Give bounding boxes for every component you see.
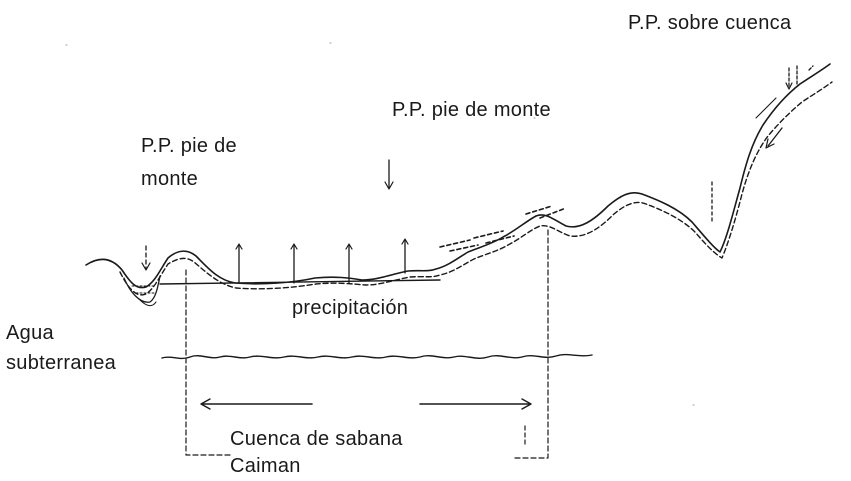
label-cuenca-2: Caiman (230, 455, 301, 477)
label-precipitacion: precipitación (292, 297, 409, 319)
pond-water-lines (131, 285, 157, 294)
rain-streaks-top (788, 65, 814, 89)
rain-streaks-top-head (785, 82, 793, 90)
valley-floor-line (159, 279, 441, 285)
flow-arrow-right-head (521, 398, 532, 410)
precip-tick-3-head (345, 243, 353, 250)
label-pp-pie-de-monte-left-1: P.P. pie de (141, 135, 237, 157)
pond-outline (123, 275, 161, 303)
label-pp-sobre-cuenca: P.P. sobre cuenca (628, 12, 792, 34)
label-pp-pie-de-monte-right: P.P. pie de monte (392, 99, 551, 121)
mountain-inner-line (755, 97, 777, 119)
label-agua-subterranea-1: Agua (6, 322, 54, 344)
groundwater-line (161, 353, 593, 360)
terrain-substrate-line (119, 81, 833, 296)
rain-streaks-slope-2 (525, 205, 567, 219)
runoff-arrow (767, 127, 783, 147)
basin-boundary-left (185, 269, 233, 456)
rain-arrow-center-head (384, 181, 394, 190)
label-pp-pie-de-monte-left-2: monte (141, 168, 199, 190)
label-cuenca-1: Cuenca de sabana (230, 428, 403, 450)
pond-outline-2 (139, 299, 157, 307)
runoff-arrow-head (765, 138, 775, 149)
terrain-surface-line (85, 63, 831, 289)
label-agua-subterranea-2: subterranea (6, 352, 117, 374)
scan-speck (65, 42, 695, 406)
basin-boundary-right (511, 229, 549, 459)
rain-streaks-slope-1 (439, 230, 515, 252)
precip-tick-2-head (290, 243, 298, 250)
precip-tick-4-head (401, 238, 409, 245)
rain-arrow-pond-head (141, 262, 151, 271)
precip-tick-1-head (235, 243, 243, 250)
flow-arrow-left-head (200, 398, 211, 410)
